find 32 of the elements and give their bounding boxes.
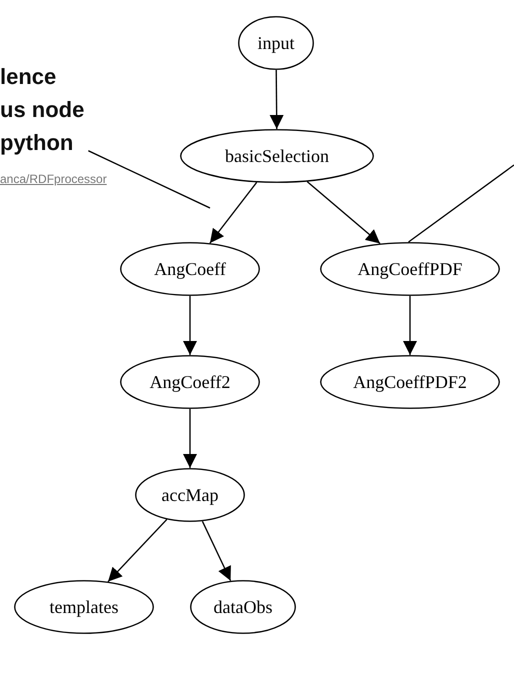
node-label: AngCoeff [154,258,226,280]
node-label: templates [50,596,118,618]
arrow [209,182,258,244]
node-label: AngCoeff2 [150,372,230,392]
arrow [270,70,284,129]
arrow [202,521,232,582]
node-label: accMap [162,484,218,506]
process-ellipse [120,242,260,296]
process-ellipse [238,16,314,70]
node-label: input [257,32,294,54]
process-ellipse [320,242,500,296]
process-ellipse [320,355,500,409]
heading-text: lence [0,63,58,91]
arrow [306,181,380,244]
node-label: AngCoeffPDF [358,258,462,280]
node-label: AngCoeffPDF2 [353,372,467,392]
process-ellipse [190,580,296,634]
arrow [108,519,168,582]
process-ellipse [180,129,374,183]
heading-text: us node [0,96,84,124]
process-ellipse [135,468,245,522]
link-text: anca/RDFprocessor [0,172,107,186]
leader-line [408,164,514,243]
node-label: basicSelection [225,146,329,166]
process-ellipse [120,355,260,409]
heading-text: python [0,129,74,157]
arrow [183,296,197,355]
arrow [183,409,197,468]
leader-line [88,150,210,209]
arrow [403,296,417,355]
node-label: dataObs [214,596,272,618]
process-ellipse [14,580,154,634]
